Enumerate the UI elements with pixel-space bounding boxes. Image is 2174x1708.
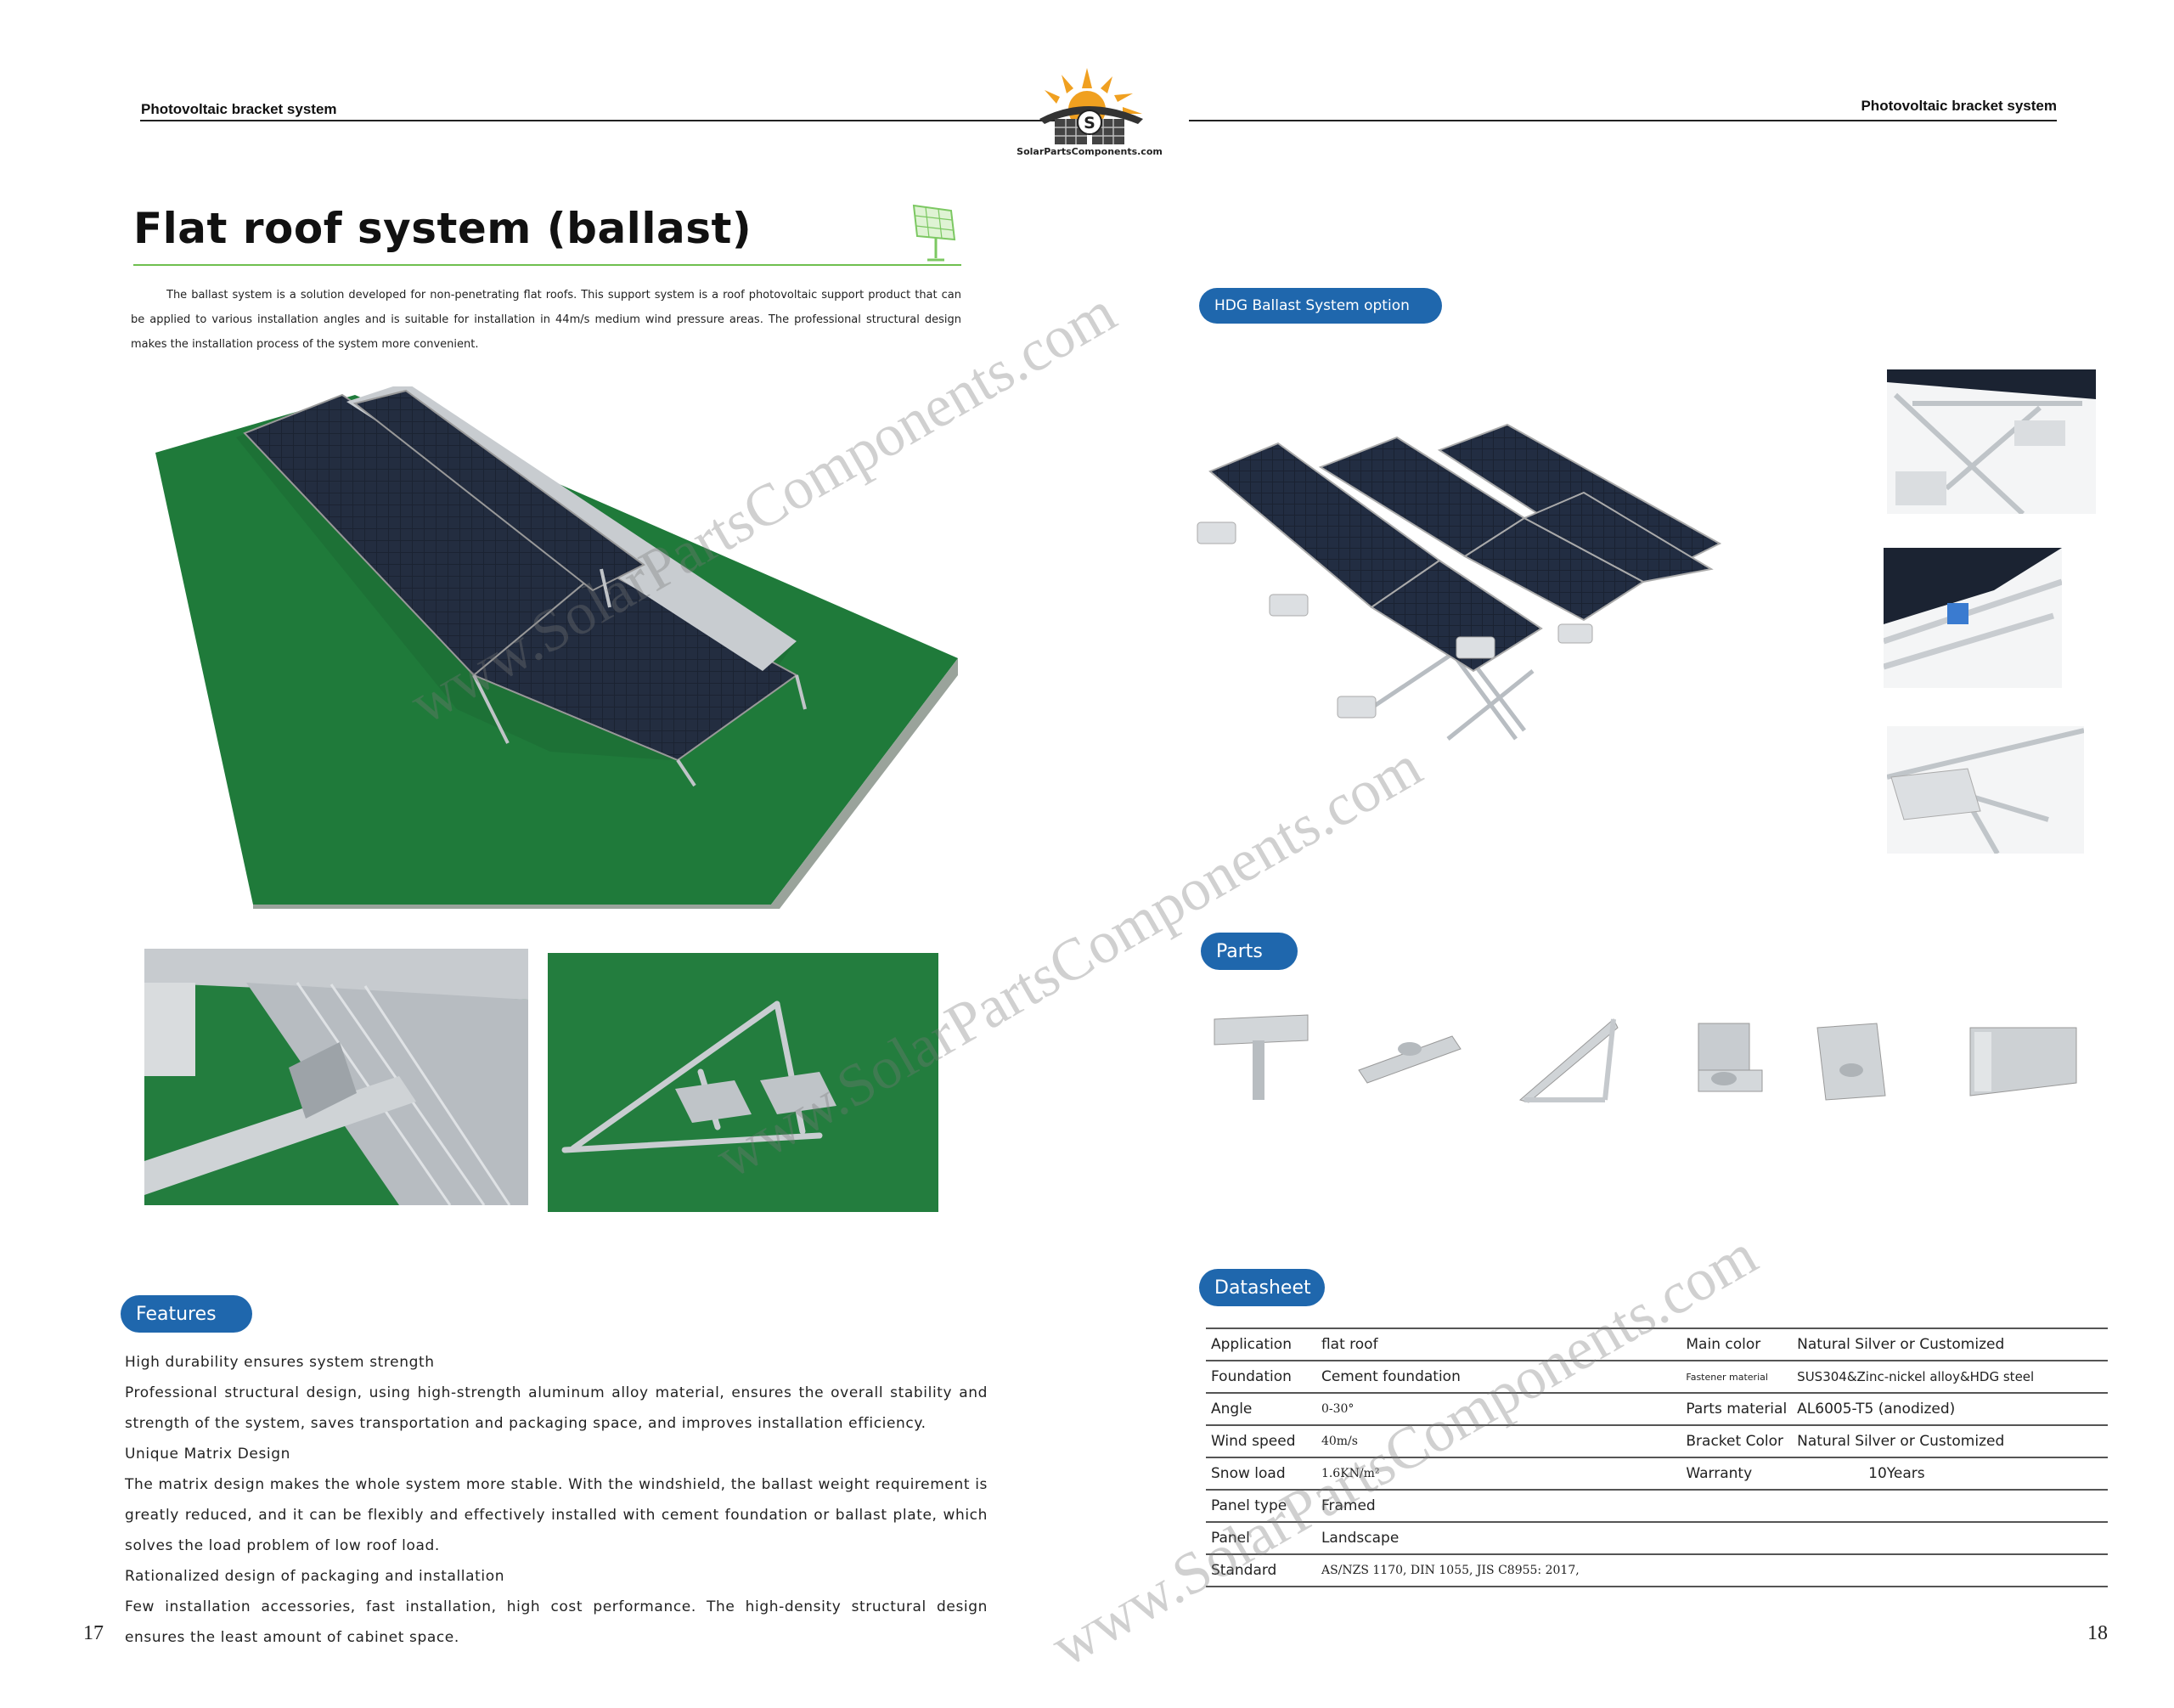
spec-key: Foundation xyxy=(1206,1361,1316,1394)
spec-value: AS/NZS 1170, DIN 1055, JIS C8955: 2017, xyxy=(1315,1554,2108,1587)
feature-text: Few installation accessories, fast insta… xyxy=(125,1598,988,1646)
spec-key: Main color xyxy=(1681,1328,1793,1361)
spec-value: Framed xyxy=(1315,1490,2108,1523)
title-underline xyxy=(133,264,961,266)
feature-text: The matrix design makes the whole system… xyxy=(125,1476,988,1554)
spec-value: Cement foundation xyxy=(1315,1361,1681,1394)
table-row: Snow load 1.6KN/m² Warranty 10Years xyxy=(1206,1457,2108,1491)
spec-value: 1.6KN/m² xyxy=(1315,1457,1681,1491)
spec-key: Parts material xyxy=(1681,1393,1793,1426)
table-row: Standard AS/NZS 1170, DIN 1055, JIS C895… xyxy=(1206,1554,2108,1587)
page-number-right: 18 xyxy=(2087,1622,2108,1644)
feature-heading: High durability ensures system strength xyxy=(125,1354,435,1371)
spec-key: Warranty xyxy=(1681,1457,1793,1491)
spec-value: Natural Silver or Customized xyxy=(1792,1328,2108,1361)
slide-nut-icon xyxy=(1358,1035,1462,1084)
table-row: Angle 0-30° Parts material AL6005-T5 (an… xyxy=(1206,1393,2108,1426)
end-clamp-icon xyxy=(1698,1023,1763,1092)
feature-text: Professional structural design, using hi… xyxy=(125,1384,988,1432)
bracket-detail-photo xyxy=(548,953,938,1212)
spec-value: AL6005-T5 (anodized) xyxy=(1792,1393,2108,1426)
page-title: Flat roof system (ballast) xyxy=(133,204,752,253)
parts-illustrations xyxy=(1214,1014,2077,1103)
header-right-title: Photovoltaic bracket system xyxy=(1861,98,2057,114)
spec-value: 10Years xyxy=(1792,1457,2108,1491)
spec-key: Bracket Color xyxy=(1681,1425,1793,1458)
solar-panel-icon xyxy=(909,202,961,267)
logo-letter: S xyxy=(1084,114,1095,132)
detail-thumb-3 xyxy=(1887,726,2084,854)
ballast-system-render xyxy=(151,382,958,909)
feature-heading: Unique Matrix Design xyxy=(125,1446,290,1463)
parts-label: Parts xyxy=(1201,933,1298,970)
table-row: Application flat roof Main color Natural… xyxy=(1206,1328,2108,1361)
spec-key: Panel xyxy=(1206,1522,1316,1555)
spec-key: Application xyxy=(1206,1328,1316,1361)
rail-profile-icon xyxy=(1969,1027,2077,1096)
spec-key: Panel type xyxy=(1206,1490,1316,1523)
spec-value: 40m/s xyxy=(1315,1425,1681,1458)
intro-paragraph: The ballast system is a solution develop… xyxy=(131,289,961,351)
header-rule-left xyxy=(140,120,1117,121)
detail-thumb-1 xyxy=(1887,369,2096,514)
rail-detail-photo xyxy=(144,949,528,1205)
features-list: High durability ensures system strength … xyxy=(125,1347,988,1653)
end-clamp-alt-icon xyxy=(1816,1023,1886,1101)
parts-row xyxy=(1206,1002,2106,1121)
spec-value: SUS304&Zinc-nickel alloy&HDG steel xyxy=(1792,1361,2108,1394)
table-row: Panel Landscape xyxy=(1206,1522,2108,1555)
header-left-title: Photovoltaic bracket system xyxy=(141,101,337,117)
sun-rays-icon xyxy=(1045,68,1142,114)
spec-key: Snow load xyxy=(1206,1457,1316,1491)
datasheet-label: Datasheet xyxy=(1199,1269,1325,1306)
spec-value: 0-30° xyxy=(1315,1393,1681,1426)
feature-heading: Rationalized design of packaging and ins… xyxy=(125,1568,505,1585)
header-rule-right xyxy=(1189,120,2057,121)
spec-key: Fastener material xyxy=(1681,1361,1793,1394)
table-row: Wind speed 40m/s Bracket Color Natural S… xyxy=(1206,1425,2108,1458)
spec-key: Angle xyxy=(1206,1393,1316,1426)
mid-clamp-icon xyxy=(1214,1014,1309,1100)
detail-thumb-2 xyxy=(1884,548,2062,688)
features-label: Features xyxy=(121,1295,252,1333)
spec-value: flat roof xyxy=(1315,1328,1681,1361)
triangle-bracket-icon xyxy=(1518,1018,1619,1103)
table-row: Panel type Framed xyxy=(1206,1490,2108,1523)
spec-key: Standard xyxy=(1206,1554,1316,1587)
hdg-ballast-render xyxy=(1185,416,1847,790)
option-label: HDG Ballast System option xyxy=(1199,288,1442,324)
spec-value: Landscape xyxy=(1315,1522,2108,1555)
logo-text: SolarPartsComponents.com xyxy=(1017,146,1163,157)
spec-value: Natural Silver or Customized xyxy=(1792,1425,2108,1458)
spec-key: Wind speed xyxy=(1206,1425,1316,1458)
table-row: Foundation Cement foundation Fastener ma… xyxy=(1206,1361,2108,1394)
page-number-left: 17 xyxy=(83,1622,104,1644)
company-logo: S SolarPartsComponents.com xyxy=(968,63,1197,158)
datasheet-table: Application flat roof Main color Natural… xyxy=(1206,1328,2108,1587)
